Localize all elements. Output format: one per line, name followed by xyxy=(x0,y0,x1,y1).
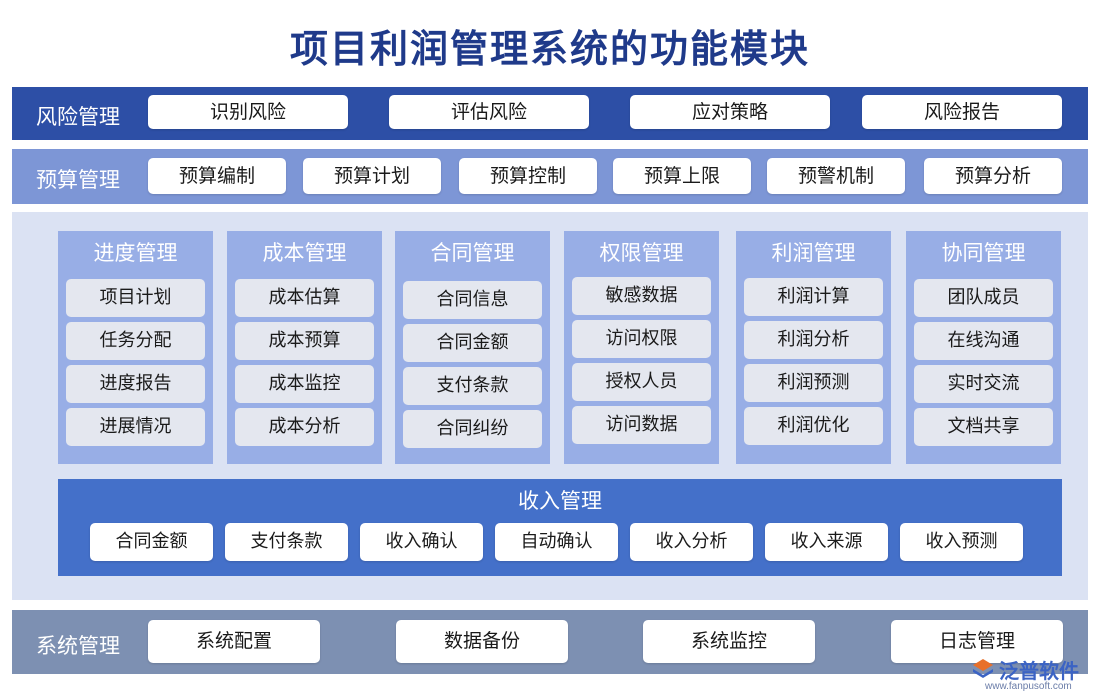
income-item: 收入分析 xyxy=(630,523,753,561)
income-item: 收入确认 xyxy=(360,523,483,561)
system-item-log: 日志管理 xyxy=(891,620,1063,663)
income-item: 支付条款 xyxy=(225,523,348,561)
module-item: 实时交流 xyxy=(914,365,1053,403)
budget-item-limit: 预算上限 xyxy=(613,158,751,194)
risk-management-label: 风险管理 xyxy=(36,105,120,129)
risk-management-band: 风险管理 识别风险 评估风险 应对策略 风险报告 xyxy=(12,87,1088,140)
watermark-brand: 泛普软件 xyxy=(999,659,1079,683)
module-item: 进展情况 xyxy=(66,408,205,446)
module-permission: 权限管理 敏感数据 访问权限 授权人员 访问数据 xyxy=(564,231,719,464)
module-title: 合同管理 xyxy=(430,241,515,265)
budget-item-compile: 预算编制 xyxy=(148,158,286,194)
module-item: 成本分析 xyxy=(235,408,374,446)
fanpu-logo-icon xyxy=(973,659,993,678)
module-collaboration: 协同管理 团队成员 在线沟通 实时交流 文档共享 xyxy=(906,231,1061,464)
budget-item-plan: 预算计划 xyxy=(303,158,441,194)
income-management-panel: 收入管理 合同金额 支付条款 收入确认 自动确认 收入分析 收入来源 收入预测 xyxy=(58,479,1062,576)
risk-item-report: 风险报告 xyxy=(862,95,1062,129)
risk-item-response: 应对策略 xyxy=(630,95,830,129)
brand-watermark: 泛普软件 www.fanpusoft.com xyxy=(971,655,1096,697)
risk-item-identify: 识别风险 xyxy=(148,95,348,129)
module-title: 权限管理 xyxy=(599,241,684,265)
watermark-url: www.fanpusoft.com xyxy=(985,681,1072,692)
module-item: 授权人员 xyxy=(572,363,711,401)
budget-item-warning: 预警机制 xyxy=(767,158,905,194)
module-contract: 合同管理 合同信息 合同金额 支付条款 合同纠纷 xyxy=(395,231,550,464)
module-item: 访问数据 xyxy=(572,406,711,444)
system-item-monitor: 系统监控 xyxy=(643,620,815,663)
module-item: 合同金额 xyxy=(403,324,542,362)
budget-management-band: 预算管理 预算编制 预算计划 预算控制 预算上限 预警机制 预算分析 xyxy=(12,149,1088,204)
page-title: 项目利润管理系统的功能模块 xyxy=(289,26,810,71)
module-title: 进度管理 xyxy=(93,241,178,265)
income-item: 收入来源 xyxy=(765,523,888,561)
module-cost: 成本管理 成本估算 成本预算 成本监控 成本分析 xyxy=(227,231,382,464)
module-item: 利润预测 xyxy=(744,364,883,402)
module-item: 成本估算 xyxy=(235,279,374,317)
module-title: 成本管理 xyxy=(262,241,347,265)
module-item: 合同纠纷 xyxy=(403,410,542,448)
module-item: 合同信息 xyxy=(403,281,542,319)
module-title: 协同管理 xyxy=(941,241,1026,265)
module-item: 团队成员 xyxy=(914,279,1053,317)
system-item-config: 系统配置 xyxy=(148,620,320,663)
module-item: 成本预算 xyxy=(235,322,374,360)
module-item: 访问权限 xyxy=(572,320,711,358)
module-progress: 进度管理 项目计划 任务分配 进度报告 进展情况 xyxy=(58,231,213,464)
core-modules-area: 进度管理 项目计划 任务分配 进度报告 进展情况 成本管理 成本估算 成本预算 … xyxy=(12,212,1088,600)
module-profit: 利润管理 利润计算 利润分析 利润预测 利润优化 xyxy=(736,231,891,464)
module-item: 进度报告 xyxy=(66,365,205,403)
income-item: 自动确认 xyxy=(495,523,618,561)
module-item: 文档共享 xyxy=(914,408,1053,446)
module-item: 在线沟通 xyxy=(914,322,1053,360)
income-management-title: 收入管理 xyxy=(518,489,602,513)
income-item: 合同金额 xyxy=(90,523,213,561)
budget-item-analysis: 预算分析 xyxy=(924,158,1062,194)
system-management-band: 系统管理 系统配置 数据备份 系统监控 日志管理 xyxy=(12,610,1088,674)
system-item-backup: 数据备份 xyxy=(396,620,568,663)
module-item: 利润计算 xyxy=(744,278,883,316)
module-title: 利润管理 xyxy=(771,241,856,265)
system-management-label: 系统管理 xyxy=(36,634,120,658)
budget-management-label: 预算管理 xyxy=(36,168,120,192)
module-item: 利润优化 xyxy=(744,407,883,445)
module-item: 利润分析 xyxy=(744,321,883,359)
risk-item-assess: 评估风险 xyxy=(389,95,589,129)
module-item: 项目计划 xyxy=(66,279,205,317)
module-item: 支付条款 xyxy=(403,367,542,405)
module-item: 成本监控 xyxy=(235,365,374,403)
module-item: 任务分配 xyxy=(66,322,205,360)
module-item: 敏感数据 xyxy=(572,277,711,315)
income-item: 收入预测 xyxy=(900,523,1023,561)
budget-item-control: 预算控制 xyxy=(459,158,597,194)
